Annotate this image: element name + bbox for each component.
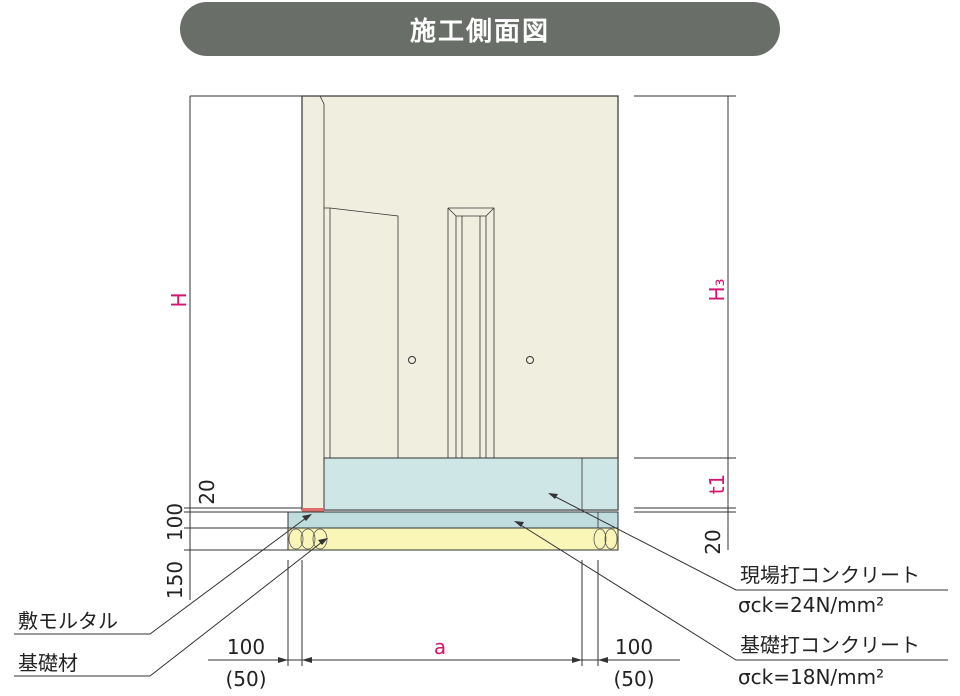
cast-concrete (323, 457, 619, 511)
label-a: a (434, 635, 446, 659)
wall-flange (319, 95, 325, 510)
inner-panel-left (324, 207, 399, 458)
leader-mortar (14, 517, 307, 635)
channel-bevel-l (447, 207, 457, 217)
label-dim-100-left: 100 (163, 503, 187, 541)
label-shiki-mortar: 敷モルタル (18, 609, 118, 633)
label-dim-50-br: (50) (613, 667, 654, 691)
label-H: H (167, 292, 191, 307)
label-genba-concrete: 現場打コンクリート (740, 563, 920, 587)
label-dim-50-bl: (50) (225, 667, 266, 691)
wall-block (301, 95, 619, 511)
leader-cast-arrow (548, 493, 558, 499)
label-kiso-strength: σck=18N/mm² (738, 665, 884, 689)
title-banner: 施工側面図 (180, 2, 780, 56)
label-dim-20-right: 20 (701, 529, 725, 554)
bedding-mortar (302, 508, 324, 512)
label-kiso-concrete: 基礎打コンクリート (740, 633, 920, 657)
label-dim-100-br: 100 (615, 635, 653, 659)
label-dim-150-left: 150 (163, 561, 187, 599)
bolt-hole-left (408, 356, 416, 364)
label-kiso-zai: 基礎材 (18, 651, 78, 675)
label-dim-20-left: 20 (195, 479, 219, 504)
foundation-material (287, 527, 619, 551)
channel-bevel-r (485, 207, 495, 217)
label-H3: H₃ (705, 278, 729, 301)
bolt-hole-right (526, 356, 534, 364)
aggregate-right (593, 528, 618, 550)
leader-mortar-arrow (302, 514, 312, 521)
label-genba-strength: σck=24N/mm² (738, 593, 884, 617)
leader-cast-concrete (549, 493, 948, 591)
aggregate-left (288, 528, 328, 550)
leader-base-concrete (515, 521, 948, 661)
page-title: 施工側面図 (409, 16, 550, 47)
leader-foundation (14, 541, 323, 677)
leader-foundation-arrow (318, 538, 328, 545)
label-t1: t1 (705, 474, 729, 495)
leader-base-arrow (514, 521, 524, 527)
label-dim-100-bl: 100 (227, 635, 265, 659)
base-concrete (287, 511, 619, 529)
dim-arrows-bottom (278, 657, 608, 663)
